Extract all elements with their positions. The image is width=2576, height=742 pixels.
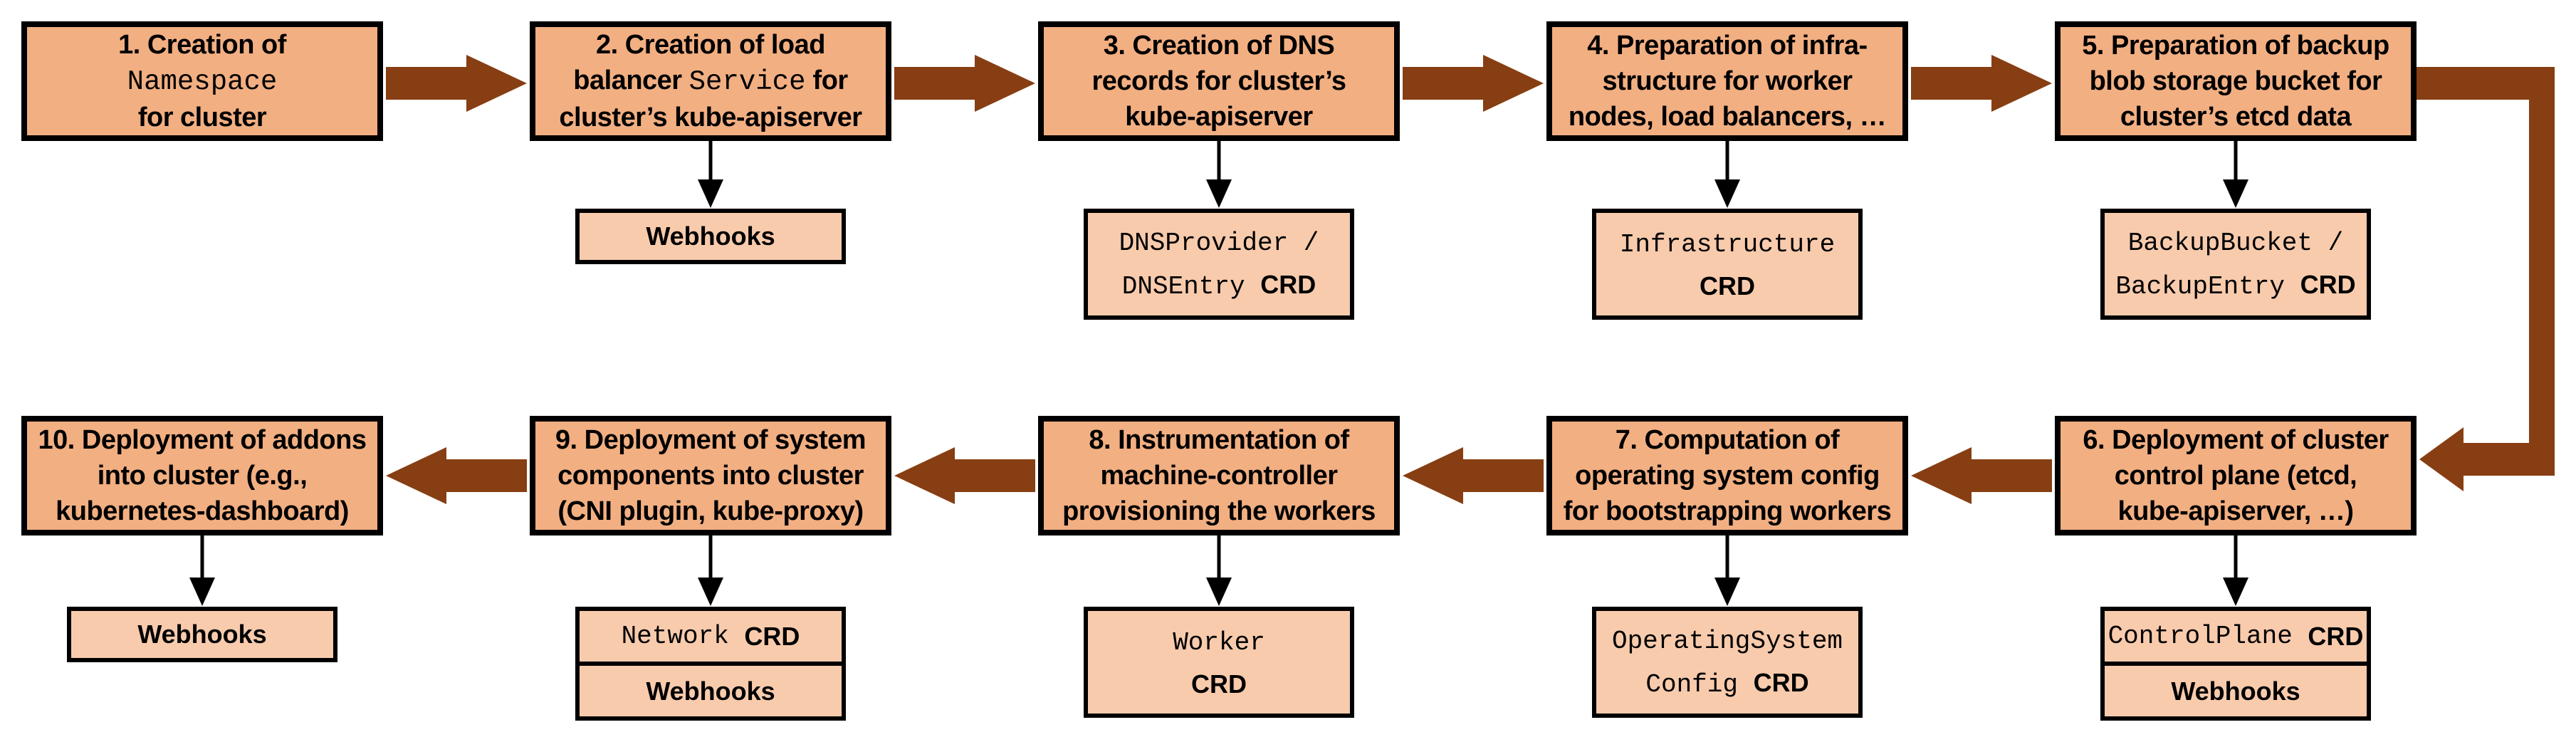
label-text: for cluster: [137, 103, 267, 132]
step-1-namespace-title: 1. Creation of Namespace for cluster: [118, 27, 286, 135]
code-text: Service: [688, 66, 806, 98]
connector-step-4-infrastructure-head: [1714, 179, 1740, 208]
step-9-system-components-sub-stack: Network CRD Webhooks: [575, 607, 846, 721]
label-text: CRD: [1753, 668, 1809, 697]
label-text: 8. Instrumentation of machine-controller…: [1062, 425, 1376, 526]
step-8-worker-sub-label: Worker CRD: [1173, 620, 1265, 705]
connector-step-9-system-components-head: [698, 578, 723, 606]
step-6-control-plane-sub-stack: ControlPlane CRD Webhooks: [2100, 607, 2371, 721]
label-text: 10. Deployment of addons into cluster (e…: [38, 425, 367, 526]
connector-step-7-os-config-head: [1714, 578, 1740, 606]
step-3-dns-records-box: 3. Creation of DNS records for cluster’s…: [1038, 21, 1400, 141]
step-9-system-components-title: 9. Deployment of system components into …: [555, 422, 866, 529]
label-text: CRD: [1699, 271, 1755, 301]
connector-step-3-dns-records-head: [1206, 179, 1232, 208]
label-text: CRD: [2300, 270, 2356, 299]
label-text: for cluster’s kube-apiserver: [559, 66, 862, 132]
step-8-worker-box: 8. Instrumentation of machine-controller…: [1038, 416, 1400, 535]
step-10-addons-title: 10. Deployment of addons into cluster (e…: [38, 422, 367, 529]
label-text: CRD: [1191, 669, 1247, 699]
step-3-dns-records-sub-box: DNSProvider / DNSEntry CRD: [1084, 209, 1354, 320]
label-text: 3. Creation of DNS records for cluster’s…: [1091, 31, 1346, 132]
step-2-load-balancer-service-sub-label: Webhooks: [646, 216, 775, 257]
step-5-backup-bucket-sub-label: BackupBucket / BackupEntry CRD: [2115, 221, 2355, 308]
label-text: 4. Preparation of infra- structure for w…: [1568, 31, 1887, 132]
label-text: 1. Creation of: [118, 30, 286, 60]
code-text: BackupBucket / BackupEntry: [2115, 229, 2344, 301]
arrow-step-8-to-step-9: [894, 447, 1035, 504]
label-text: Webhooks: [646, 221, 775, 251]
arrow-step-4-to-step-5: [1911, 55, 2052, 112]
step-4-infrastructure-title: 4. Preparation of infra- structure for w…: [1568, 28, 1887, 135]
arrow-step-7-to-step-8: [1403, 447, 1544, 504]
label-text: Webhooks: [646, 676, 775, 706]
step-2-load-balancer-service-sub-box: Webhooks: [575, 209, 846, 264]
label-text: CRD: [744, 621, 800, 651]
step-2-load-balancer-service-title: 2. Creation of load balancer Service for…: [559, 27, 862, 135]
step-10-addons-sub-label: Webhooks: [137, 614, 266, 655]
label-text: 5. Preparation of backup blob storage bu…: [2082, 31, 2389, 132]
step-6-control-plane-box: 6. Deployment of cluster control plane (…: [2055, 416, 2417, 535]
label-text: Webhooks: [137, 620, 267, 649]
step-10-addons-sub-box: Webhooks: [67, 607, 337, 662]
connector-step-6-control-plane-head: [2223, 578, 2248, 606]
step-5-backup-bucket-title: 5. Preparation of backup blob storage bu…: [2082, 28, 2389, 135]
step-7-os-config-box: 7. Computation of operating system confi…: [1546, 416, 1908, 535]
step-2-load-balancer-service-box: 2. Creation of load balancer Service for…: [530, 21, 891, 141]
code-text: Network: [621, 621, 745, 651]
step-9-system-components-sub-cell-2: Webhooks: [580, 662, 842, 716]
connector-step-8-worker-head: [1206, 578, 1232, 606]
step-6-control-plane-title: 6. Deployment of cluster control plane (…: [2083, 422, 2389, 529]
step-7-os-config-title: 7. Computation of operating system confi…: [1563, 422, 1892, 529]
connector-step-5-backup-bucket-head: [2223, 179, 2248, 208]
step-4-infrastructure-box: 4. Preparation of infra- structure for w…: [1546, 21, 1908, 141]
code-text: Infrastructure: [1619, 229, 1836, 259]
arrow-step-6-to-step-7: [1911, 447, 2052, 504]
step-9-system-components-box: 9. Deployment of system components into …: [530, 416, 891, 535]
code-text: DNSProvider / DNSEntry: [1119, 229, 1319, 301]
label-text: CRD: [2308, 621, 2364, 651]
arrow-step-3-to-step-4: [1403, 55, 1544, 112]
step-9-system-components-sub-cell-1: Network CRD: [580, 611, 842, 662]
label-text: 7. Computation of operating system confi…: [1563, 425, 1892, 526]
label-text: Webhooks: [2171, 676, 2300, 706]
code-text: ControlPlane: [2108, 621, 2308, 651]
arrow-step-5-to-step-6: [2417, 67, 2555, 491]
step-3-dns-records-title: 3. Creation of DNS records for cluster’s…: [1092, 28, 1346, 135]
step-4-infrastructure-sub-box: Infrastructure CRD: [1592, 209, 1863, 320]
connector-step-10-addons-head: [189, 578, 215, 606]
arrow-step-1-to-step-2: [386, 55, 527, 112]
step-7-os-config-sub-box: OperatingSystem Config CRD: [1592, 607, 1863, 718]
step-6-control-plane-sub-cell-1: ControlPlane CRD: [2105, 611, 2367, 662]
step-5-backup-bucket-box: 5. Preparation of backup blob storage bu…: [2055, 21, 2417, 141]
step-3-dns-records-sub-label: DNSProvider / DNSEntry CRD: [1119, 221, 1319, 308]
label-text: 6. Deployment of cluster control plane (…: [2083, 425, 2389, 526]
code-text: Namespace: [127, 66, 278, 98]
arrow-step-9-to-step-10: [386, 447, 527, 504]
step-8-worker-sub-box: Worker CRD: [1084, 607, 1354, 718]
step-4-infrastructure-sub-label: Infrastructure CRD: [1620, 222, 1835, 307]
step-6-control-plane-sub-cell-2: Webhooks: [2105, 662, 2367, 716]
arrow-step-2-to-step-3: [894, 55, 1035, 112]
code-text: OperatingSystem Config: [1611, 627, 1843, 699]
step-8-worker-title: 8. Instrumentation of machine-controller…: [1062, 422, 1376, 529]
code-text: Worker: [1173, 627, 1265, 657]
connector-step-2-load-balancer-service-head: [698, 179, 723, 208]
step-10-addons-box: 10. Deployment of addons into cluster (e…: [21, 416, 383, 535]
label-text: CRD: [1260, 270, 1316, 299]
label-text: 2. Creation of load balancer: [573, 30, 825, 95]
step-7-os-config-sub-label: OperatingSystem Config CRD: [1612, 619, 1843, 706]
step-1-namespace-box: 1. Creation of Namespace for cluster: [21, 21, 383, 141]
step-5-backup-bucket-sub-box: BackupBucket / BackupEntry CRD: [2100, 209, 2371, 320]
label-text: 9. Deployment of system components into …: [555, 425, 866, 526]
